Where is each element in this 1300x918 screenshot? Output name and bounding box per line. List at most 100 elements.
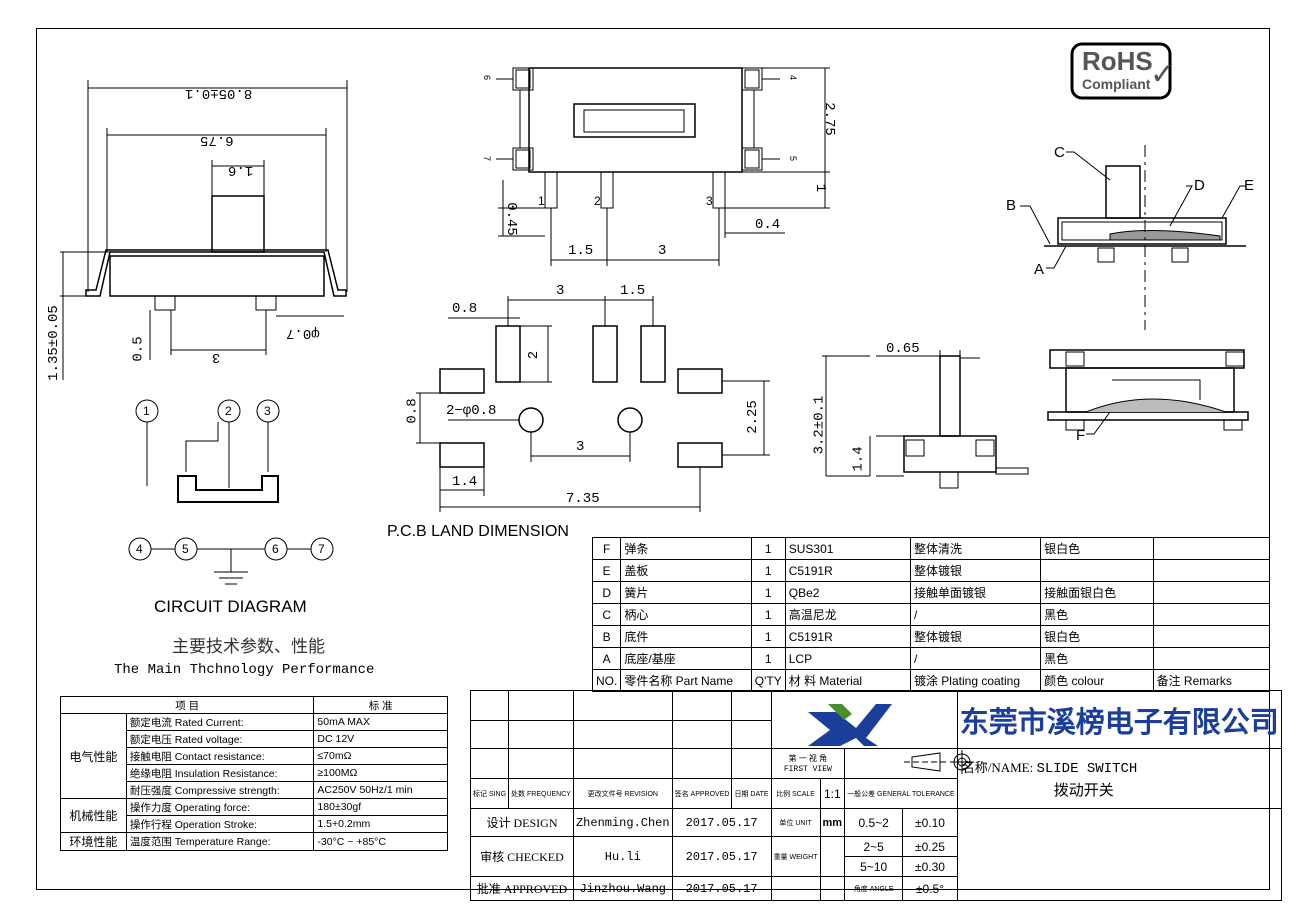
part-label-d: D (1194, 177, 1205, 194)
rev-head-revision: 更改文件号 REVISION (572, 778, 673, 809)
material-cell (1152, 581, 1271, 604)
material-cell: SUS301 (784, 537, 911, 560)
performance-value: ≤70mΩ (313, 747, 448, 765)
dim-top-pin-len: 1 (812, 183, 829, 193)
pcb-land-title: P.C.B LAND DIMENSION (387, 523, 569, 540)
tol-range-4: 角度 ANGLE (844, 876, 904, 901)
performance-row: 环境性能温度范围 Temperature Range:-30°C ~ +85°C (60, 832, 448, 851)
performance-group: 环境性能 (60, 832, 127, 851)
performance-value: ≥100MΩ (313, 764, 448, 782)
material-cell: B (591, 625, 622, 648)
top-view (496, 67, 830, 266)
material-cell: 弹条 (620, 537, 752, 560)
performance-row: 耐压强度 Compressive strength:AC250V 50Hz/1 … (61, 781, 448, 799)
material-cell: 底座/基座 (620, 647, 752, 670)
material-cell: 1 (750, 559, 786, 582)
dim-side-body: 1.4 (850, 446, 867, 472)
material-cell: 柄心 (620, 603, 752, 626)
performance-group: 电气性能 (60, 713, 127, 799)
dim-pcb-pad-h: 2 (526, 350, 543, 360)
material-cell: 高温尼龙 (784, 603, 911, 626)
design-date: 2017.05.17 (671, 808, 772, 837)
rev-head-approved: 签名 APPROVED (671, 778, 733, 809)
performance-row: 操作行程 Operation Stroke:1.5+0.2mm (61, 815, 448, 833)
performance-head: 项 目标 准 (59, 696, 448, 714)
performance-value: -30°C ~ +85°C (313, 832, 448, 851)
dim-pcb-row: 2.25 (744, 400, 761, 434)
dim-side-knob: 0.65 (886, 341, 920, 357)
dim-top-pitch-a: 1.5 (568, 243, 594, 259)
material-cell: 1 (750, 581, 786, 604)
material-cell: 黑色 (1040, 647, 1154, 670)
dim-pin-dia: φ0.7 (286, 325, 320, 341)
dim-pcb-side-pad-h: 0.8 (404, 398, 421, 424)
section-view-2 (1047, 349, 1249, 435)
main-tech-cn: 主要技术参数、性能 (172, 637, 325, 656)
performance-row: 机械性能操作力度 Operating force:180±30gf (60, 798, 448, 833)
approved-label: 批准 APPROVED (470, 876, 574, 901)
part-label-f: F (1076, 427, 1086, 444)
circuit-node-5: 5 (182, 542, 189, 556)
part-label-c: C (1054, 144, 1065, 161)
dim-total-width: 8.05±0.1 (185, 85, 253, 101)
circuit-node-7: 7 (318, 542, 325, 556)
front-view (60, 80, 348, 380)
material-cell: 银白色 (1040, 537, 1154, 560)
material-cell (1152, 537, 1271, 560)
dim-body-width: 6.75 (200, 132, 234, 148)
dim-pcb-total: 7.35 (566, 491, 600, 507)
tol-range-3: 5~10 (844, 856, 904, 877)
pin-label-2: 2 (594, 194, 601, 208)
circuit-title: CIRCUIT DIAGRAM (154, 597, 307, 616)
performance-param: 额定电流 Rated Current: (125, 713, 315, 731)
material-cell: 盖板 (620, 559, 752, 582)
material-cell: F (591, 537, 622, 560)
material-cell: 零件名称 Part Name (620, 669, 752, 692)
weight-label: 重量 WEIGHT (770, 836, 821, 877)
material-cell: NO. (591, 669, 622, 692)
rohs-text: RoHS (1082, 46, 1153, 76)
dim-top-height: 2.75 (820, 102, 837, 136)
product-name-en: SLIDE SWITCH (1036, 761, 1138, 777)
material-cell (1152, 603, 1271, 626)
material-cell: 1 (750, 625, 786, 648)
material-cell: 备注 Remarks (1152, 669, 1271, 692)
rev-head-date: 日期 DATE (731, 778, 772, 809)
material-cell: 接触面银白色 (1040, 581, 1154, 604)
material-cell: QBe2 (784, 581, 911, 604)
material-cell: LCP (784, 647, 911, 670)
circuit-node-1: 1 (143, 404, 150, 418)
side-view (822, 350, 1029, 489)
material-cell: 颜色 colour (1040, 669, 1154, 692)
tol-value-3: ±0.30 (902, 856, 958, 877)
performance-param: 耐压强度 Compressive strength: (125, 781, 315, 799)
dim-side-height: 3.2±0.1 (811, 395, 828, 455)
checked-name: Hu.li (572, 836, 673, 877)
rev-head-sing: 标记 SING (469, 778, 510, 809)
first-view-en: FIRST VIEW (783, 765, 832, 774)
material-cell: / (909, 647, 1042, 670)
performance-value: 50mA MAX (313, 713, 448, 731)
name-label: 名称/NAME: (961, 760, 1034, 775)
material-cell (1040, 559, 1154, 582)
tol-range-1: 0.5~2 (844, 808, 904, 837)
part-label-e: E (1244, 177, 1255, 194)
material-cell (1152, 625, 1271, 648)
tol-value-1: ±0.10 (902, 808, 958, 837)
circuit-node-3: 3 (264, 404, 271, 418)
dim-pcb-hole: 2−φ0.8 (446, 403, 497, 419)
design-label: 设计 DESIGN (470, 808, 574, 837)
check-icon: ✓ (1150, 58, 1176, 91)
material-cell: 银白色 (1040, 625, 1154, 648)
dim-knob-width: 1.6 (228, 162, 254, 178)
material-cell: 底件 (620, 625, 752, 648)
material-cell: / (909, 603, 1042, 626)
performance-row: 绝缘电阻 Insulation Resistance:≥100MΩ (61, 764, 448, 782)
material-cell: 材 料 Material (784, 669, 911, 692)
